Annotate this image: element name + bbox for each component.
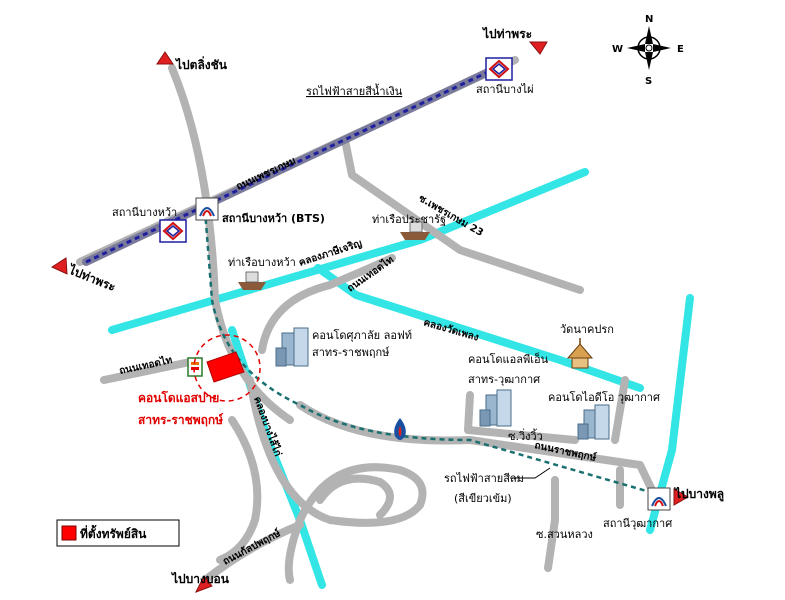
property-marker <box>206 351 245 383</box>
label-condo-aspire: คอนโดแอสปาย <box>138 390 219 405</box>
soi-phetkasem-23 <box>341 136 584 294</box>
bts-icon-wutthakat <box>647 487 671 511</box>
label-condo-aspire-area: สาทร-ราชพฤกษ์ <box>138 413 223 427</box>
label-to-taling-chan: ไปตลิ่งชัน <box>174 56 228 72</box>
legend-property-swatch <box>61 525 77 541</box>
label-wutthakat-station: สถานีวุฒากาศ <box>603 517 672 530</box>
roads <box>76 56 656 584</box>
soi-suan-luang <box>544 476 559 572</box>
arrow-up-right-icon <box>528 41 548 55</box>
label-phetkasem-road: ถนนเพชรเกษม <box>235 155 298 192</box>
arrow-up-icon <box>156 51 174 65</box>
label-condo-ideo: คอนโดไอดีโอ วุฒากาศ <box>548 390 660 404</box>
legend: ที่ตั้งทรัพย์สิน <box>56 519 180 547</box>
compass-n: N <box>645 14 653 25</box>
label-soi-suan-luang: ซ.สวนหลวง <box>536 528 593 541</box>
label-to-tha-phra-top: ไปท่าพระ <box>481 26 532 41</box>
thot-thai-road-left <box>100 358 194 384</box>
label-khlong-wat-phleng: คลองวัดเพลง <box>422 316 480 343</box>
legend-property-label: ที่ตั้งทรัพย์สิน <box>80 524 147 541</box>
building-icon-lpn <box>479 389 512 427</box>
thot-thai-road-top <box>258 254 396 354</box>
arrow-right-icon <box>673 488 690 506</box>
flyover-outer <box>246 376 427 584</box>
bts-icon-bang-phai <box>485 57 513 81</box>
label-wat-nak-prok: วัดนาคปรก <box>560 323 614 336</box>
label-soi-wing-wa: ซ.วิ่งวิ้ว <box>508 428 543 443</box>
kanlapaphruek-road <box>201 521 304 584</box>
boat-icon-pracha-rat <box>400 221 430 240</box>
label-to-bang-phlu: ไปบางพลู <box>673 486 724 502</box>
arrow-down-left-icon <box>194 575 213 593</box>
compass-s: S <box>645 76 652 87</box>
building-icon-ideo <box>577 404 610 440</box>
bts-icon-bang-wa <box>195 197 219 221</box>
label-condo-supalai-loft-area: สาทร-ราชพฤกษ์ <box>312 346 390 359</box>
soi-right-vertical <box>611 376 629 444</box>
soi-wing-wa <box>464 391 579 444</box>
label-bang-wa-station-left: สถานีบางหว้า <box>112 206 177 219</box>
direction-arrows <box>50 41 690 593</box>
label-to-tha-phra-left: ไปท่าพระ <box>65 261 118 294</box>
label-green-line-sub: (สีเขียวเข้ม) <box>454 492 512 505</box>
arrow-left-icon <box>50 257 68 275</box>
compass-rose: N S W E <box>612 14 684 87</box>
label-blue-line: รถไฟฟ้าสายสีน้ำเงิน <box>306 83 403 98</box>
label-bang-wa-pier: ท่าเรือบางหว้า <box>228 256 296 269</box>
label-condo-supalai-loft: คอนโดศุภาลัย ลอฟท์ <box>312 328 412 342</box>
label-pracha-rat-pier: ท่าเรือประชารัฐ <box>372 213 446 226</box>
label-condo-lpn: คอนโดแอลพีเอ็น <box>468 352 549 366</box>
label-bang-wa-station-bts: สถานีบางหว้า (BTS) <box>222 212 325 225</box>
temple-icon <box>566 338 594 369</box>
label-green-line: รถไฟฟ้าสายสีลม <box>444 472 524 485</box>
label-to-bang-bon: ไปบางบอน <box>170 571 230 586</box>
green-line-leader <box>510 467 551 479</box>
green-line <box>203 209 651 494</box>
label-bang-phai-station: สถานีบางไผ่ <box>476 83 534 96</box>
road-loop-left <box>216 416 262 564</box>
bts-icon-bang-wa-left <box>159 219 187 243</box>
compass-e: E <box>677 44 684 55</box>
blue-line <box>82 60 509 266</box>
compass-w: W <box>612 44 623 55</box>
gas-station-icon <box>394 418 406 440</box>
property-area-circle <box>193 334 261 402</box>
building-icon-supalai <box>275 327 309 367</box>
flyover-inner <box>316 474 394 519</box>
boat-icon-bang-wa <box>238 271 266 290</box>
label-condo-lpn-area: สาทร-วุฒากาศ <box>468 373 540 386</box>
